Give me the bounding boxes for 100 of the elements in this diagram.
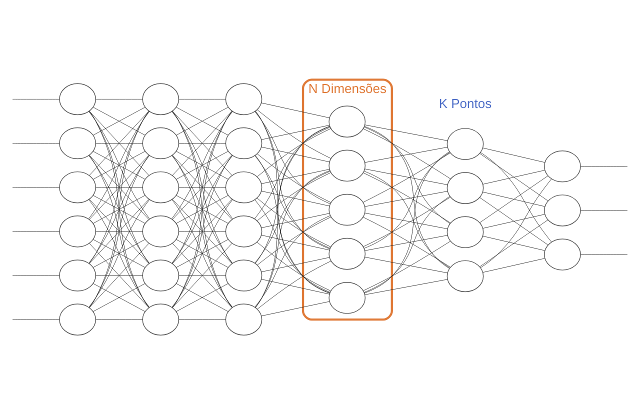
connector bbox=[480, 153, 548, 202]
connector bbox=[479, 176, 548, 223]
connector bbox=[363, 197, 450, 247]
label: K Pontos bbox=[438, 96, 492, 112]
connector bbox=[364, 170, 450, 268]
connector bbox=[364, 191, 448, 207]
connector bbox=[254, 200, 330, 292]
connector bbox=[172, 243, 232, 308]
node-circle bbox=[142, 171, 180, 204]
connector bbox=[364, 126, 450, 224]
connector bbox=[96, 231, 143, 232]
connector bbox=[255, 155, 330, 294]
connector bbox=[363, 172, 451, 224]
node-circle bbox=[544, 150, 581, 182]
connector bbox=[96, 187, 143, 188]
connector bbox=[172, 155, 232, 308]
connector bbox=[254, 171, 330, 264]
connector bbox=[580, 166, 628, 167]
node-circle bbox=[59, 216, 96, 248]
connector bbox=[257, 216, 332, 266]
connector bbox=[364, 235, 448, 251]
node-circle bbox=[446, 260, 484, 292]
connector bbox=[254, 127, 330, 219]
connector bbox=[89, 110, 150, 308]
node-circle bbox=[544, 238, 581, 270]
node-circle bbox=[142, 127, 180, 160]
connector bbox=[254, 215, 330, 308]
connector bbox=[362, 152, 450, 203]
node-circle bbox=[59, 260, 96, 292]
connector bbox=[256, 198, 331, 248]
connector bbox=[89, 199, 150, 264]
connector bbox=[364, 256, 448, 274]
connector bbox=[261, 190, 330, 206]
connector bbox=[482, 258, 545, 273]
connector bbox=[364, 124, 448, 141]
connector bbox=[261, 102, 330, 118]
connector bbox=[482, 236, 545, 251]
connector bbox=[261, 257, 330, 272]
connector bbox=[89, 243, 150, 308]
node-circle bbox=[59, 171, 96, 204]
connector bbox=[88, 155, 150, 308]
connector bbox=[92, 239, 146, 268]
connector bbox=[364, 146, 448, 163]
cluster: N Dimensões bbox=[302, 78, 393, 321]
connector bbox=[362, 216, 450, 268]
node-circle bbox=[328, 282, 366, 314]
connector bbox=[178, 98, 226, 100]
connector bbox=[12, 98, 60, 100]
connector bbox=[261, 169, 330, 184]
node-circle bbox=[142, 304, 180, 336]
connector bbox=[261, 234, 330, 250]
node-circle bbox=[59, 304, 96, 336]
node-circle bbox=[142, 260, 180, 292]
connector bbox=[172, 110, 232, 176]
connector bbox=[178, 143, 226, 144]
node-circle bbox=[446, 128, 484, 160]
connector bbox=[12, 143, 60, 144]
connector bbox=[96, 319, 143, 320]
connector bbox=[479, 220, 548, 268]
node-circle bbox=[328, 238, 366, 270]
node-circle bbox=[225, 83, 262, 116]
node-circle bbox=[328, 194, 366, 226]
connector bbox=[254, 155, 330, 248]
connector bbox=[363, 128, 451, 180]
connector bbox=[92, 283, 146, 312]
connector bbox=[480, 197, 548, 246]
connector bbox=[364, 196, 450, 293]
connector bbox=[482, 148, 545, 163]
connector bbox=[482, 214, 545, 229]
connector bbox=[12, 231, 60, 232]
connector bbox=[364, 152, 450, 294]
connector bbox=[257, 154, 332, 203]
connector bbox=[257, 110, 332, 159]
node-circle bbox=[544, 194, 581, 226]
connector bbox=[178, 275, 226, 276]
connector bbox=[480, 152, 552, 242]
connector bbox=[178, 231, 226, 232]
connector bbox=[12, 319, 60, 320]
connector bbox=[482, 192, 545, 207]
connector bbox=[176, 239, 228, 268]
node-circle bbox=[225, 127, 262, 160]
node-circle bbox=[59, 127, 96, 160]
connector bbox=[257, 260, 332, 310]
connector bbox=[88, 155, 150, 264]
connector bbox=[364, 212, 448, 230]
connector bbox=[261, 301, 330, 316]
node-circle bbox=[446, 216, 484, 248]
node-circle bbox=[328, 150, 366, 182]
connector bbox=[364, 279, 448, 295]
connector bbox=[96, 98, 143, 100]
connector bbox=[364, 126, 450, 269]
connector bbox=[176, 283, 228, 312]
connector bbox=[480, 178, 552, 268]
connector bbox=[88, 199, 150, 308]
connector bbox=[172, 155, 233, 264]
connector bbox=[261, 125, 330, 140]
node-circle bbox=[225, 304, 262, 336]
connector bbox=[96, 275, 143, 276]
connector bbox=[88, 111, 150, 264]
connector bbox=[172, 199, 233, 308]
